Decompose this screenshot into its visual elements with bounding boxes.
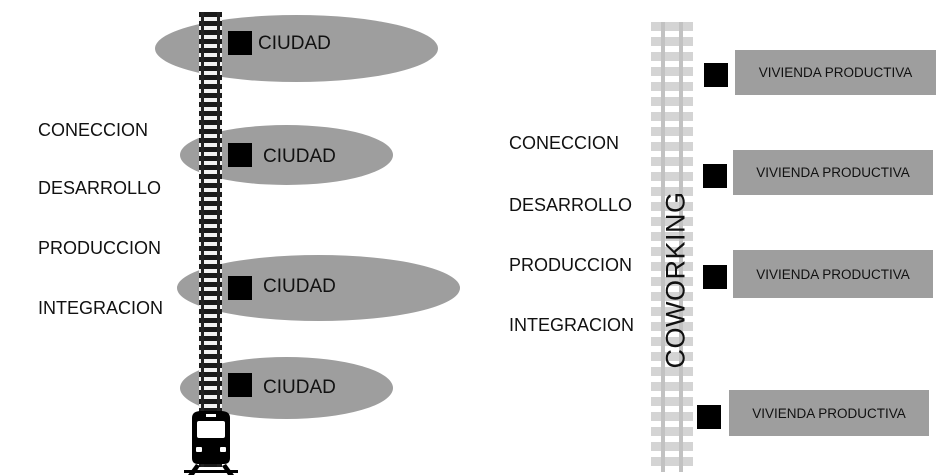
- right-word-produccion: PRODUCCION: [509, 255, 633, 275]
- railway-track-light: [651, 22, 693, 472]
- city-label-2: CIUDAD: [263, 146, 336, 167]
- housing-marker-2: [703, 164, 727, 188]
- city-ellipse-3: [177, 255, 460, 321]
- city-marker-1: [228, 31, 252, 55]
- city-label-4: CIUDAD: [263, 377, 336, 398]
- vivienda-productiva-box-4: VIVIENDA PRODUCTIVA: [729, 390, 929, 436]
- vivienda-productiva-box-1: VIVIENDA PRODUCTIVA: [735, 50, 936, 95]
- housing-marker-1: [704, 63, 728, 87]
- vivienda-productiva-box-2: VIVIENDA PRODUCTIVA: [733, 150, 933, 195]
- left-word-integracion: INTEGRACION: [38, 298, 164, 318]
- left-word-conexion: CONECCION: [38, 120, 149, 140]
- right-word-conexion: CONECCION: [509, 133, 620, 153]
- city-label-3: CIUDAD: [263, 276, 336, 297]
- city-label-1: CIUDAD: [258, 33, 331, 54]
- city-marker-4: [228, 373, 252, 397]
- vivienda-productiva-box-3: VIVIENDA PRODUCTIVA: [733, 250, 933, 298]
- housing-marker-4: [697, 405, 721, 429]
- city-marker-2: [228, 143, 252, 167]
- left-word-produccion: PRODUCCION: [38, 238, 162, 258]
- housing-marker-3: [703, 265, 727, 289]
- right-word-desarrollo: DESARROLLO: [509, 195, 633, 215]
- city-marker-3: [228, 276, 252, 300]
- train-front-icon: [184, 411, 238, 475]
- right-word-integracion: INTEGRACION: [509, 315, 635, 335]
- coworking-label: COWORKING: [660, 191, 691, 369]
- left-word-desarrollo: DESARROLLO: [38, 178, 162, 198]
- railway-track-dark: [199, 12, 222, 467]
